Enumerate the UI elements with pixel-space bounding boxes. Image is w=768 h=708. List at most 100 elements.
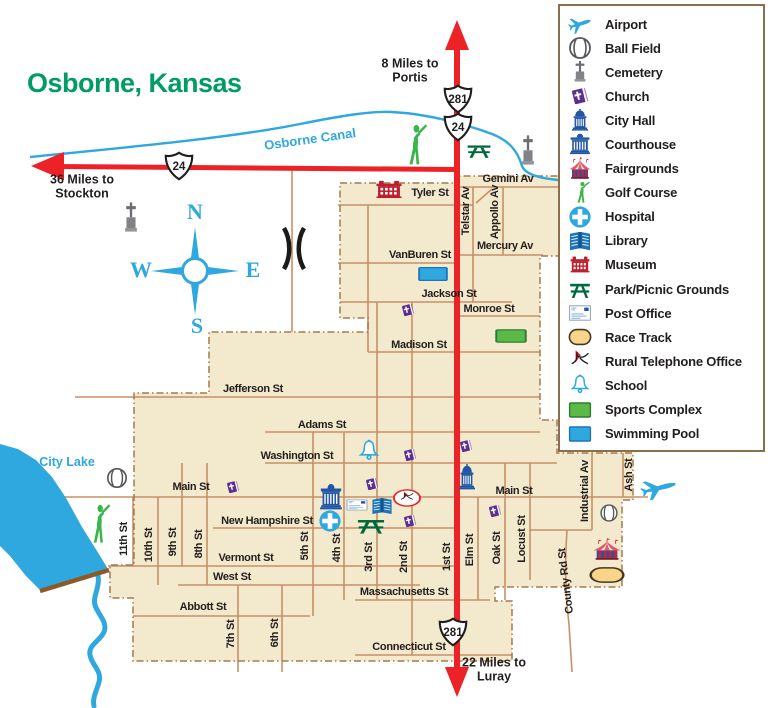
golf-icon (396, 123, 430, 169)
legend-item: Race Track (560, 325, 763, 349)
ballfield-icon (568, 36, 592, 60)
museum-icon (373, 177, 405, 203)
church-icon (399, 301, 417, 319)
legend-item: Rural Telephone Office (560, 349, 763, 373)
street-label: Elm St (464, 533, 476, 567)
street-label: Massachusetts St (359, 586, 449, 598)
street-label: Main St (495, 485, 533, 497)
sportscomplex-icon (568, 398, 592, 422)
route-shield: 281 (438, 617, 468, 647)
library-icon (568, 229, 592, 253)
street-label: VanBuren St (388, 249, 452, 261)
legend-item-label: Church (605, 88, 650, 104)
street-label: Abbott St (179, 601, 227, 613)
postoffice-icon (568, 301, 592, 325)
legend-item-label: Post Office (605, 305, 672, 321)
street-label: 1st St (441, 542, 453, 572)
route-shield: 24 (164, 151, 194, 181)
legend-item-label: Ball Field (605, 40, 661, 56)
legend-item-label: City Hall (605, 112, 656, 128)
city-area (110, 176, 633, 661)
highways (31, 20, 469, 697)
street-label: Industrial Av (579, 460, 591, 522)
racetrack-icon (568, 325, 592, 349)
street-label: Monroe St (463, 303, 515, 315)
legend-item-label: Swimming Pool (605, 426, 700, 442)
compass-n: N (187, 199, 203, 224)
legend-item-label: Park/Picnic Grounds (605, 281, 730, 297)
legend-item: City Hall (560, 108, 763, 132)
legend-item-label: Rural Telephone Office (605, 353, 742, 369)
legend-item: Ball Field (560, 36, 763, 60)
compass-rose (151, 227, 239, 315)
distance-label-luray: 22 Miles to Luray (462, 655, 526, 683)
legend-item-label: Library (605, 233, 648, 249)
cemetery-icon (568, 60, 592, 84)
ballfield-icon (106, 467, 128, 489)
postoffice-icon (346, 497, 369, 514)
stream (87, 566, 108, 708)
swimmingpool-icon (417, 263, 449, 285)
golf-icon (396, 123, 430, 169)
legend-item: Swimming Pool (560, 422, 763, 446)
street-label: 8th St (193, 529, 205, 559)
park-icon (465, 140, 493, 161)
church-icon (486, 502, 504, 520)
church-icon (401, 446, 419, 464)
street-label: West St (212, 571, 252, 583)
street-label: Connecticut St (372, 641, 446, 653)
ballfield-icon (600, 504, 619, 523)
street-label: Mercury Av (476, 240, 534, 252)
legend-item-label: Museum (605, 257, 657, 273)
street-label: Washington St (260, 450, 334, 462)
school-icon (356, 438, 382, 464)
church-icon (401, 446, 419, 464)
legend-box: Airport Ball Field Cemetery Church (558, 4, 765, 452)
church-icon (401, 512, 419, 530)
rto-oval-icon (393, 487, 421, 509)
street-label: 10th St (143, 527, 155, 563)
street-label: Tyler St (411, 187, 449, 199)
fairgrounds-icon (568, 157, 592, 181)
racetrack-icon (589, 564, 626, 587)
courthouse-icon (568, 133, 592, 157)
street-label: Jackson St (421, 288, 477, 300)
swimmingpool-icon (568, 422, 592, 446)
hospital-icon (318, 509, 342, 533)
compass-w: W (130, 257, 152, 282)
park-icon (465, 140, 493, 161)
street-label: 9th St (167, 527, 179, 557)
racetrack-icon (589, 564, 626, 587)
golf-icon (568, 181, 592, 205)
ballfield-icon (600, 504, 619, 523)
street-label: 5th St (299, 531, 311, 561)
church-icon (399, 301, 417, 319)
legend-item: Courthouse (560, 132, 763, 156)
street-label: Locust St (516, 515, 528, 563)
school-icon (568, 373, 592, 397)
legend-item-label: Hospital (605, 209, 655, 225)
postoffice-icon (346, 497, 369, 514)
legend-item: Post Office (560, 301, 763, 325)
osborne-canal-line (29, 110, 559, 182)
golf-icon (81, 503, 113, 547)
route-shield: 281 (443, 84, 473, 114)
street-label: Oak St (491, 531, 503, 565)
park-icon (355, 514, 387, 537)
street-label: Jefferson St (223, 383, 283, 395)
legend-item: Museum (560, 253, 763, 277)
cemetery-icon (515, 134, 541, 168)
park-icon (355, 514, 387, 537)
legend-item-label: School (605, 377, 648, 393)
street-label: Adams St (297, 419, 347, 431)
legend-item-label: Cemetery (605, 64, 663, 80)
street-label: Vermont St (218, 552, 274, 564)
street-label: Ash St (623, 458, 635, 492)
legend-item: Golf Course (560, 181, 763, 205)
route-number: 281 (448, 93, 468, 106)
rto-oval-icon (393, 487, 421, 509)
fairgrounds-icon (592, 538, 623, 562)
legend-item: School (560, 373, 763, 397)
legend-item: Sports Complex (560, 398, 763, 422)
